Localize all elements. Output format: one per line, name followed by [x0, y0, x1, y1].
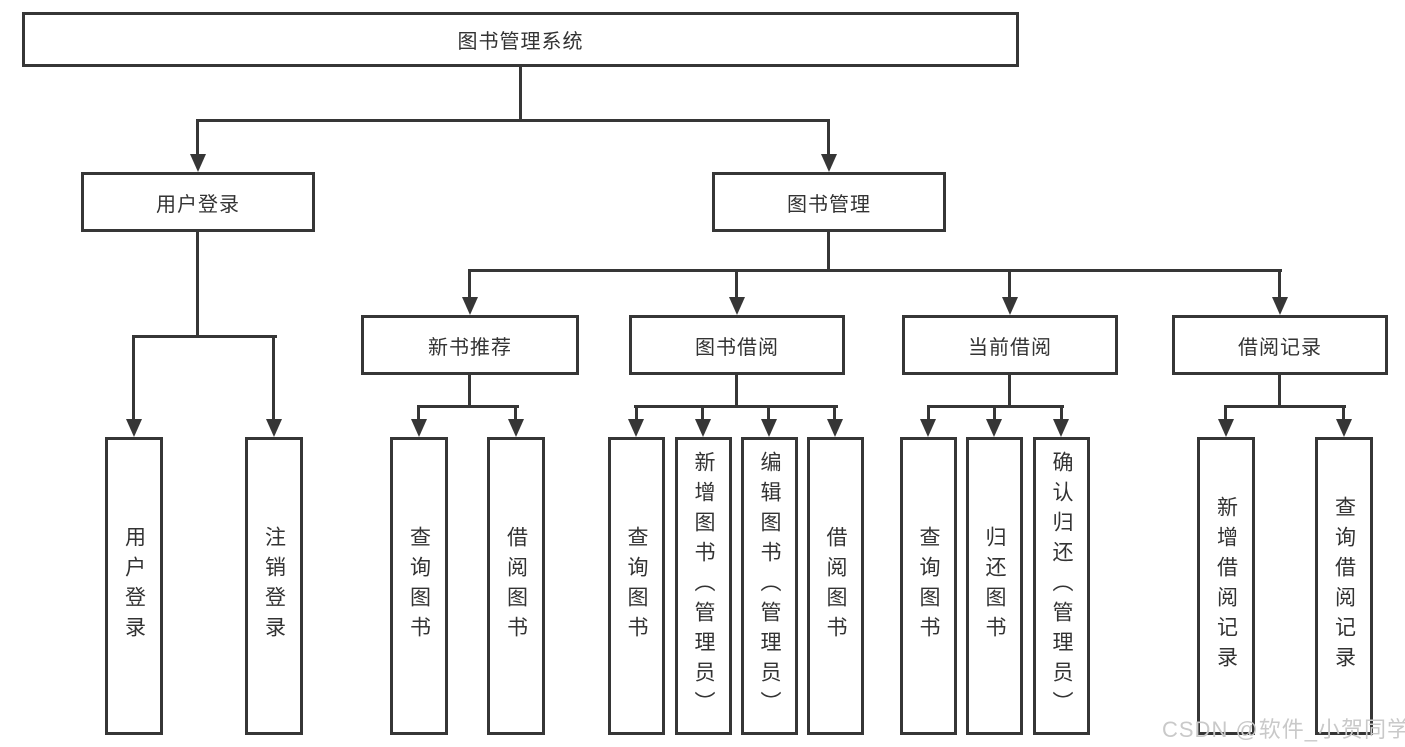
- connector-drop-leaf: [993, 405, 996, 421]
- arrowhead-down-icon: [1336, 419, 1352, 437]
- connector-drop-leaf: [132, 335, 135, 421]
- connector-drop-leaf: [417, 405, 420, 421]
- connector-root-rail: [196, 119, 830, 122]
- connector-drop-new-book: [468, 269, 471, 299]
- leaf-borrow-books: 借阅图书: [807, 437, 864, 735]
- leaf-edit-books-admin: 编辑图书（管理员）: [741, 437, 798, 735]
- arrowhead-down-icon: [695, 419, 711, 437]
- connector-drop-leaf: [272, 335, 275, 421]
- connector-root-stem: [519, 66, 522, 121]
- connector-drop-borrow-records: [1278, 269, 1281, 299]
- connector-records-stem: [1278, 374, 1281, 407]
- csdn-watermark: CSDN @软件_小贺同学: [1162, 717, 1405, 742]
- connector-new-book-stem: [468, 374, 471, 407]
- connector-book-borrow-rail: [634, 405, 838, 408]
- arrowhead-down-icon: [1272, 297, 1288, 315]
- connector-new-book-rail: [417, 405, 519, 408]
- leaf-logout: 注销登录: [245, 437, 303, 735]
- arrowhead-down-icon: [821, 154, 837, 172]
- arrowhead-down-icon: [729, 297, 745, 315]
- node-current-borrowing: 当前借阅: [902, 315, 1118, 375]
- node-borrowing-records: 借阅记录: [1172, 315, 1388, 375]
- connector-drop-leaf: [635, 405, 638, 421]
- connector-book-mgmt-rail: [468, 269, 1282, 272]
- arrowhead-down-icon: [1002, 297, 1018, 315]
- arrowhead-down-icon: [411, 419, 427, 437]
- connector-drop-book-borrow: [735, 269, 738, 299]
- connector-drop-user-login: [196, 119, 199, 156]
- arrowhead-down-icon: [628, 419, 644, 437]
- leaf-query-books-current: 查询图书: [900, 437, 957, 735]
- connector-drop-leaf: [767, 405, 770, 421]
- arrowhead-down-icon: [190, 154, 206, 172]
- arrowhead-down-icon: [920, 419, 936, 437]
- connector-drop-leaf: [514, 405, 517, 421]
- node-new-book-recommend: 新书推荐: [361, 315, 579, 375]
- connector-drop-leaf: [927, 405, 930, 421]
- connector-drop-leaf: [833, 405, 836, 421]
- connector-drop-leaf: [1224, 405, 1227, 421]
- node-user-login: 用户登录: [81, 172, 315, 232]
- leaf-query-books-borrowing: 查询图书: [608, 437, 665, 735]
- connector-drop-book-mgmt: [827, 119, 830, 156]
- connector-user-login-rail: [132, 335, 277, 338]
- connector-current-borrow-stem: [1008, 374, 1011, 407]
- leaf-confirm-return-admin: 确认归还（管理员）: [1033, 437, 1090, 735]
- connector-records-rail: [1224, 405, 1346, 408]
- connector-book-borrow-stem: [735, 374, 738, 407]
- connector-book-mgmt-stem: [827, 231, 830, 271]
- arrowhead-down-icon: [827, 419, 843, 437]
- leaf-add-books-admin: 新增图书（管理员）: [675, 437, 732, 735]
- arrowhead-down-icon: [462, 297, 478, 315]
- connector-user-login-stem: [196, 231, 199, 337]
- node-library-system: 图书管理系统: [22, 12, 1019, 67]
- arrowhead-down-icon: [986, 419, 1002, 437]
- arrowhead-down-icon: [266, 419, 282, 437]
- node-book-management: 图书管理: [712, 172, 946, 232]
- leaf-return-books: 归还图书: [966, 437, 1023, 735]
- arrowhead-down-icon: [508, 419, 524, 437]
- arrowhead-down-icon: [1218, 419, 1234, 437]
- connector-drop-current-borrow: [1008, 269, 1011, 299]
- node-book-borrowing: 图书借阅: [629, 315, 845, 375]
- leaf-query-books-recommend: 查询图书: [390, 437, 448, 735]
- connector-drop-leaf: [1342, 405, 1345, 421]
- leaf-add-borrow-record: 新增借阅记录: [1197, 437, 1255, 735]
- leaf-borrow-books-recommend: 借阅图书: [487, 437, 545, 735]
- connector-drop-leaf: [701, 405, 704, 421]
- leaf-query-borrow-record: 查询借阅记录: [1315, 437, 1373, 735]
- arrowhead-down-icon: [126, 419, 142, 437]
- arrowhead-down-icon: [1053, 419, 1069, 437]
- connector-drop-leaf: [1060, 405, 1063, 421]
- leaf-user-login: 用户登录: [105, 437, 163, 735]
- arrowhead-down-icon: [761, 419, 777, 437]
